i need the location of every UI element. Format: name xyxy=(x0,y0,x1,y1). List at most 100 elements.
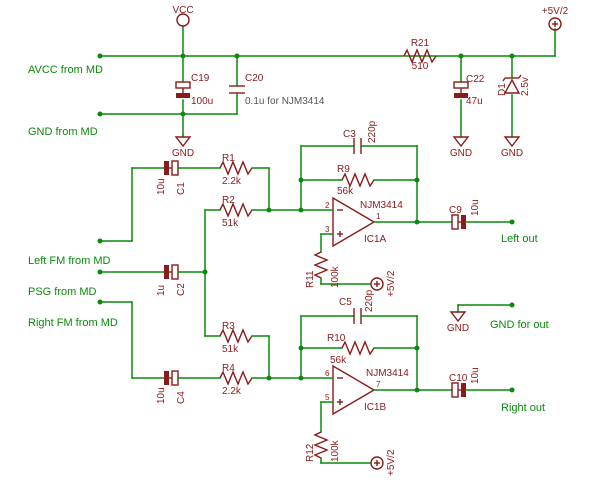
c4-capacitor-right xyxy=(171,370,179,386)
ic1a-name: IC1A xyxy=(364,234,387,245)
c20-name: C20 xyxy=(245,73,264,84)
gnd-label-c19: GND xyxy=(172,148,194,159)
r4-name: R4 xyxy=(222,363,235,374)
pin-1: 1 xyxy=(376,212,381,221)
pin-2: 2 xyxy=(325,201,330,210)
c1-name: C1 xyxy=(176,182,187,195)
c5-value: 220p xyxy=(364,289,375,312)
vcc-terminal xyxy=(176,13,190,27)
net-avcc-from-md: AVCC from MD xyxy=(28,64,103,76)
c19-value: 100u xyxy=(191,96,213,107)
pin-5: 5 xyxy=(325,393,330,402)
net-left-fm-from-md: Left FM from MD xyxy=(28,255,111,267)
r2-value: 51k xyxy=(222,218,239,229)
r3-value: 51k xyxy=(222,344,239,355)
r21-name: R21 xyxy=(411,38,430,49)
c2-capacitor-left xyxy=(164,265,169,279)
r12-value: 100k xyxy=(330,439,341,462)
net-right-fm-from-md: Right FM from MD xyxy=(28,317,118,329)
c19-capacitor-top xyxy=(175,81,191,89)
c22-value: 47u xyxy=(466,96,483,107)
r21-resistor xyxy=(403,48,437,64)
c2-name: C2 xyxy=(176,283,187,296)
r4-resistor xyxy=(219,370,253,386)
gnd-symbol-out xyxy=(449,311,467,323)
r3-resistor xyxy=(219,328,253,344)
ic1a-opamp xyxy=(332,196,376,248)
gnd-symbol-c22 xyxy=(452,136,470,148)
r9-value: 56k xyxy=(337,186,354,197)
v5v2-terminal-b xyxy=(370,456,384,470)
gnd-symbol-c19 xyxy=(174,136,192,148)
c10-capacitor-left xyxy=(451,382,459,398)
gnd-label-c22: GND xyxy=(450,148,472,159)
c19-capacitor-bottom xyxy=(176,93,190,98)
r11-name: R11 xyxy=(305,270,316,288)
c4-name: C4 xyxy=(176,391,187,404)
c10-capacitor-right xyxy=(461,383,466,397)
c1-value: 10u xyxy=(156,178,167,195)
r12-resistor xyxy=(313,431,329,459)
net-left-out: Left out xyxy=(501,233,538,245)
opamp-a-stage xyxy=(298,138,515,291)
c2-capacitor-right xyxy=(171,264,179,280)
r10-name: R10 xyxy=(327,333,346,344)
pin-6: 6 xyxy=(325,369,330,378)
c22-capacitor-bottom xyxy=(454,93,468,98)
c1-capacitor-right xyxy=(171,160,179,176)
c9-name: C9 xyxy=(449,205,462,216)
r21-value: 510 xyxy=(412,61,429,72)
d1-value: 2.5v xyxy=(520,77,531,96)
r11-resistor xyxy=(313,251,329,279)
r1-value: 2.2k xyxy=(222,176,242,187)
r9-name: R9 xyxy=(337,164,350,175)
pin-3: 3 xyxy=(325,225,330,234)
d1-name: D1 xyxy=(497,83,508,96)
c1-capacitor-left xyxy=(164,161,169,175)
input-section xyxy=(97,160,302,386)
v5v2-label-a: +5V/2 xyxy=(386,270,397,297)
net-gnd-for-out: GND for out xyxy=(490,319,549,331)
c3-name: C3 xyxy=(343,129,356,140)
c19-name: C19 xyxy=(191,73,210,84)
r2-name: R2 xyxy=(222,195,235,206)
vcc-label: VCC xyxy=(172,5,193,16)
c10-name: C10 xyxy=(449,373,468,384)
c4-value: 10u xyxy=(156,387,167,404)
gnd-label-d1: GND xyxy=(501,148,523,159)
c4-capacitor-left xyxy=(164,371,169,385)
c5-name: C5 xyxy=(339,297,352,308)
r3-name: R3 xyxy=(222,321,235,332)
r10-value: 56k xyxy=(330,355,347,366)
net-right-out: Right out xyxy=(501,402,545,414)
c22-name: C22 xyxy=(466,74,485,85)
c10-value: 10u xyxy=(470,367,481,384)
net-gnd-from-md: GND from MD xyxy=(28,126,98,138)
c3-value: 220p xyxy=(367,120,378,143)
c9-capacitor-left xyxy=(451,214,459,230)
c20-value: 0.1u for NJM3414 xyxy=(245,96,325,107)
ic1b-name: IC1B xyxy=(364,402,387,413)
ic1b-opamp xyxy=(332,364,376,416)
v5v2-terminal-top xyxy=(548,17,562,31)
v5v2-label-top: +5V/2 xyxy=(542,6,569,17)
r2-resistor xyxy=(219,202,253,218)
r1-name: R1 xyxy=(222,153,235,164)
r9-resistor xyxy=(341,172,375,188)
r4-value: 2.2k xyxy=(222,386,242,397)
ic1a-value: NJM3414 xyxy=(360,200,403,211)
ic1b-value: NJM3414 xyxy=(366,368,409,379)
net-psg-from-md: PSG from MD xyxy=(28,286,97,298)
power-section xyxy=(97,13,562,148)
c9-value: 10u xyxy=(470,199,481,216)
v5v2-label-b: +5V/2 xyxy=(386,449,397,476)
pin-7: 7 xyxy=(376,380,381,389)
c9-capacitor-right xyxy=(461,215,466,229)
gnd-label-out: GND xyxy=(447,323,469,334)
r11-value: 100k xyxy=(330,265,341,288)
r12-name: R12 xyxy=(305,443,316,462)
r10-resistor xyxy=(341,340,375,356)
c2-value: 1u xyxy=(156,285,167,296)
